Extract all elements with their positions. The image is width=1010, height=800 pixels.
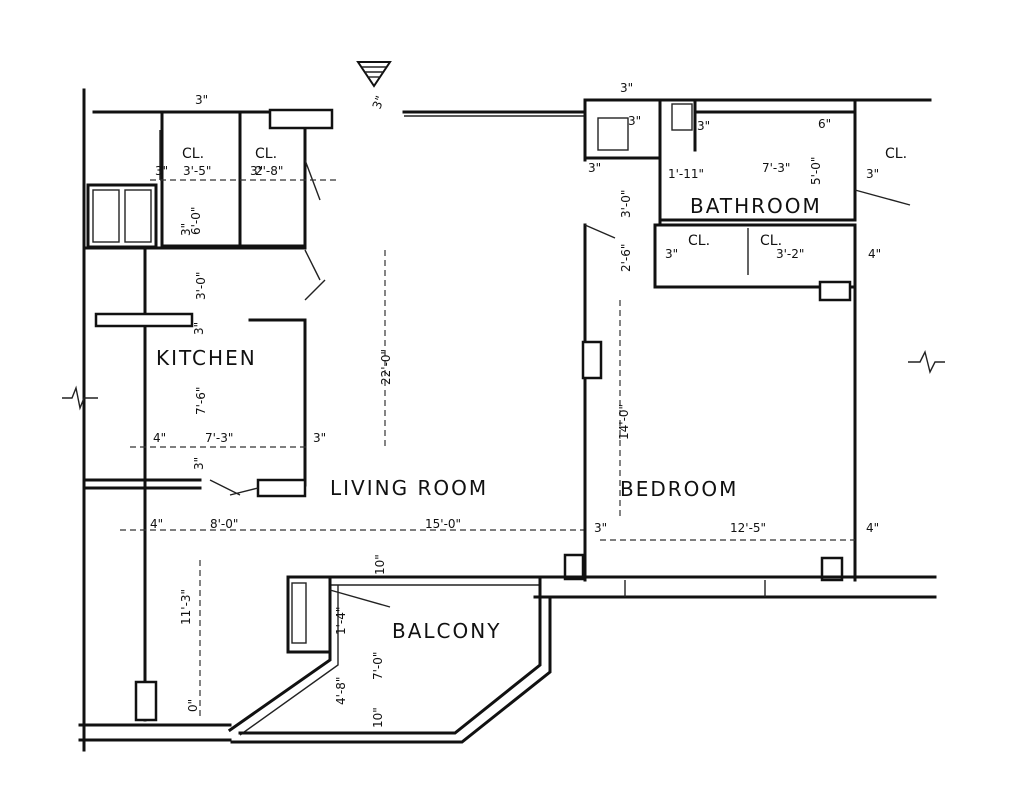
dim-bath-3a: 3"	[628, 114, 641, 128]
dim-bal-1: 1'-4"	[334, 607, 348, 635]
dim-bal-10b: 10"	[373, 554, 387, 575]
closet-label-3: CL.	[688, 233, 710, 249]
dim-bath-3c: 3"	[588, 161, 601, 175]
dim-cl1-w: 3'-5"	[183, 164, 211, 178]
closets-left	[150, 108, 340, 248]
dim-cl2-3: 3"	[250, 164, 263, 178]
bedroom-walls	[563, 223, 857, 582]
break-marks	[62, 349, 945, 411]
dim-kit-width: 7'-3"	[205, 431, 233, 445]
bathroom-walls	[583, 98, 911, 224]
dim-living-4: 4"	[150, 517, 163, 531]
dim-top-3b: 3"	[370, 94, 388, 111]
living-dims	[120, 250, 585, 722]
north-arrow-icon	[356, 61, 392, 88]
dim-bath-3-0: 3'-0"	[619, 190, 633, 218]
dim-cl-bed-3: 3"	[665, 247, 678, 261]
dim-bath-6: 6"	[818, 117, 831, 131]
bathroom-label: BATHROOM	[690, 194, 822, 218]
dim-cl-bed-w: 3'-2"	[776, 247, 804, 261]
bedroom-label: BEDROOM	[620, 477, 738, 501]
dim-lower-0: 0"	[186, 699, 200, 712]
dim-kit-3b: 3"	[313, 431, 326, 445]
dim-bal-4-8: 4'-8"	[334, 677, 348, 705]
dim-bath-2-6: 2'-6"	[619, 244, 633, 272]
dim-bath-w: 7'-3"	[762, 161, 790, 175]
dim-living-3: 3"	[192, 457, 206, 470]
bedroom-closets	[653, 223, 857, 302]
balcony-walls	[227, 575, 552, 744]
exterior-walls	[78, 88, 932, 752]
balcony-label: BALCONY	[392, 619, 501, 643]
kitchen-label: KITCHEN	[156, 346, 257, 370]
dim-living-8: 8'-0"	[210, 517, 238, 531]
dim-bed-depth: 14'-0"	[617, 404, 631, 440]
dim-bed-width: 12'-5"	[730, 521, 766, 535]
dim-bed-4a: 4"	[868, 247, 881, 261]
dim-cl2-w: 2'-8"	[255, 164, 283, 178]
dim-bath-3b: 3"	[697, 119, 710, 133]
dim-cl1-3a: 3"	[155, 164, 168, 178]
dim-kit-3-0: 3'-0"	[194, 272, 208, 300]
dim-kit-4: 4"	[153, 431, 166, 445]
dim-lower-depth: 11'-3"	[179, 589, 193, 625]
dim-bath-d: 5'-0"	[809, 157, 823, 185]
closet-label-4: CL.	[760, 233, 782, 249]
living-room-label: LIVING ROOM	[330, 476, 488, 500]
closet-label-5: CL.	[885, 146, 907, 162]
dim-bal-7: 7'-0"	[371, 652, 385, 680]
kitchen-walls	[82, 246, 326, 722]
dim-top-3a: 3"	[195, 93, 208, 107]
dim-bath-1-11: 1'-11"	[668, 167, 704, 181]
closet-label-1: CL.	[182, 146, 204, 162]
dim-cl-right-3: 3"	[866, 167, 879, 181]
dim-bal-10: 10"	[371, 707, 385, 728]
dim-kit-3: 3"	[192, 322, 206, 335]
dim-cl1-d: 6'-0"	[189, 207, 203, 235]
closet-label-2: CL.	[255, 146, 277, 162]
south-wall	[288, 575, 937, 599]
dim-living-15: 15'-0"	[425, 517, 461, 531]
wall-cabinet	[86, 183, 158, 249]
dim-top-3c: 3"	[620, 81, 633, 95]
dim-cl1-3b: 3"	[179, 223, 193, 236]
dim-bed-3: 3"	[594, 521, 607, 535]
dim-living-depth: 22'-0"	[379, 349, 393, 385]
dim-kit-depth: 7'-6"	[194, 387, 208, 415]
dim-bed-4b: 4"	[866, 521, 879, 535]
